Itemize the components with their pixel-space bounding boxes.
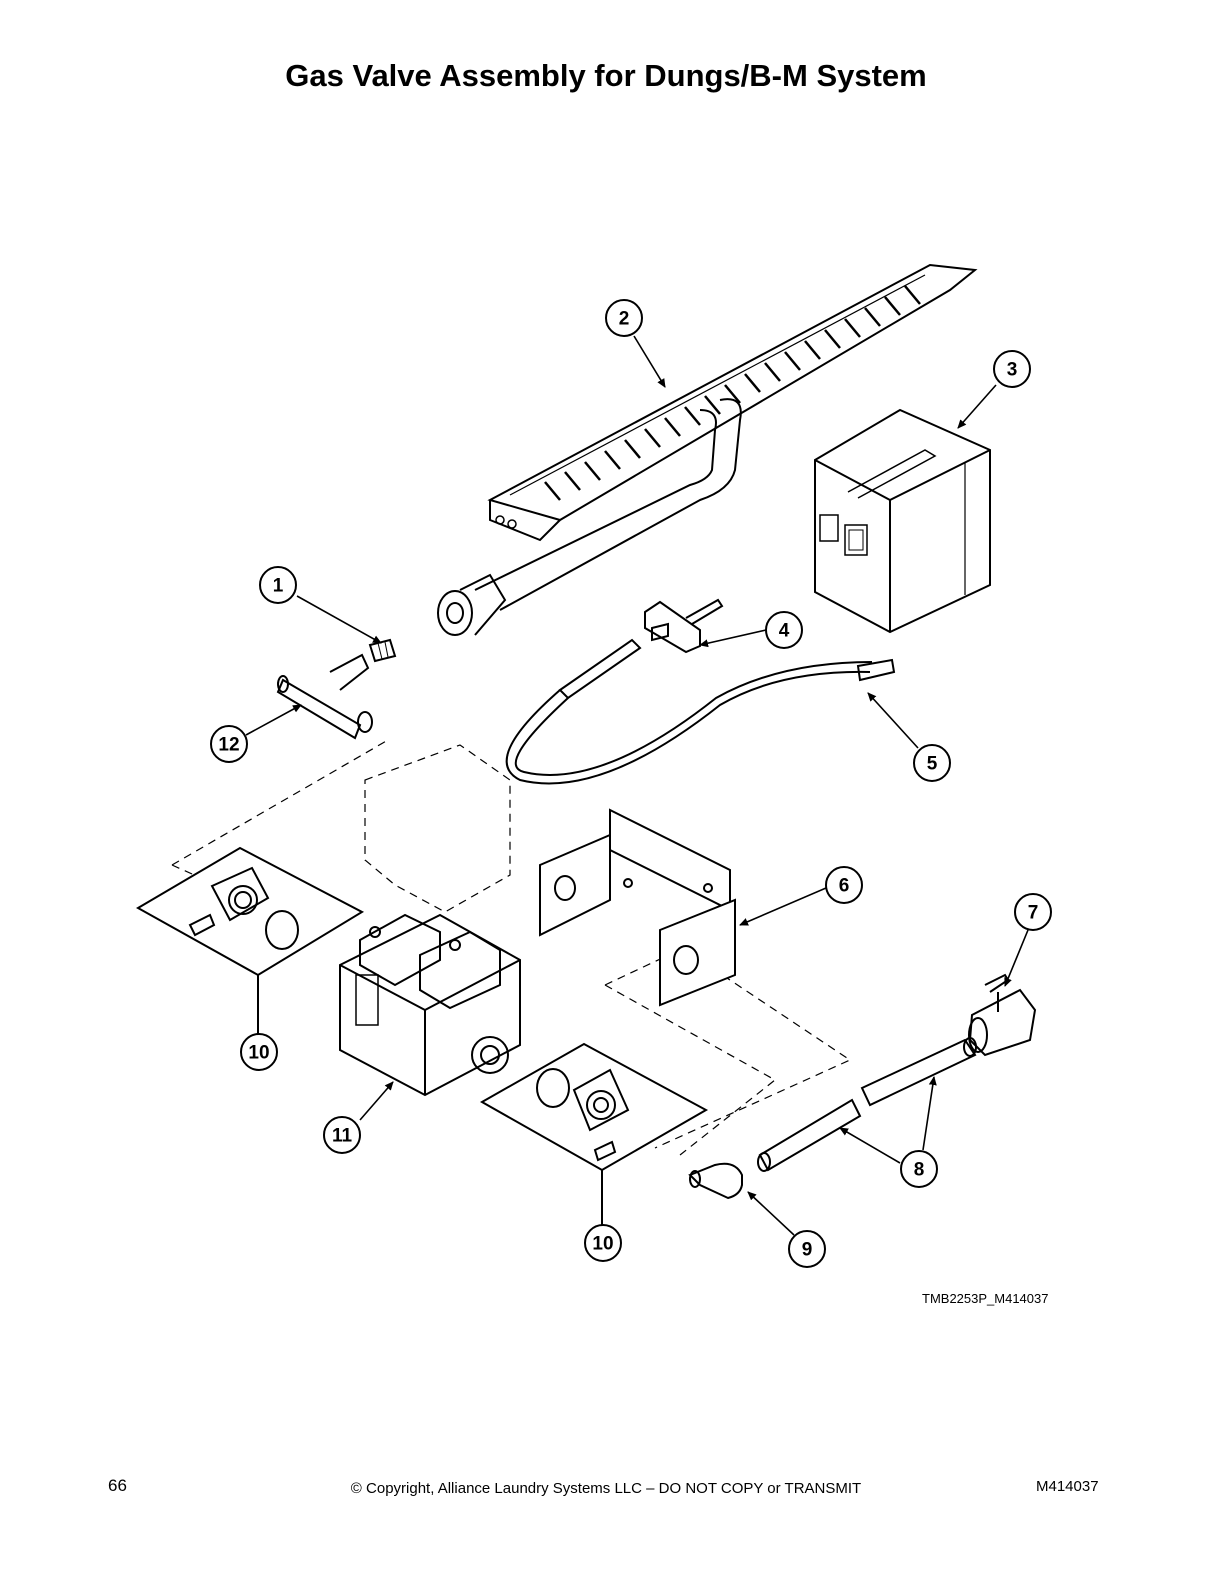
callout-label-6: 6	[839, 876, 850, 897]
orifice-fitting	[368, 638, 397, 663]
callout-circles	[210, 299, 1052, 1268]
mounting-bracket	[539, 808, 736, 1007]
figure-code: TMB2253P_M414037	[922, 1291, 1049, 1306]
ignition-control-box	[814, 408, 991, 634]
document-id: M414037	[1036, 1478, 1099, 1495]
callout-label-4: 4	[779, 621, 790, 642]
callout-label-9: 9	[802, 1240, 813, 1261]
burner-tube	[437, 263, 978, 636]
callout-label-3: 3	[1007, 360, 1018, 381]
flange-kit-left	[135, 846, 365, 1035]
callout-label-5: 5	[927, 754, 938, 775]
callout-label-2: 2	[619, 309, 630, 330]
callout-label-8: 8	[914, 1160, 925, 1181]
callout-label-10-bottom: 10	[592, 1234, 613, 1255]
leader-arrows	[245, 335, 1029, 1236]
gas-valve	[339, 913, 521, 1097]
callout-label-1: 1	[273, 576, 284, 597]
callout-label-7: 7	[1028, 903, 1039, 924]
pipe-nipples	[757, 1037, 977, 1172]
copyright-notice: © Copyright, Alliance Laundry Systems LL…	[350, 1480, 862, 1497]
sensor-lead-wire	[505, 638, 896, 785]
manual-shutoff-valve	[968, 973, 1037, 1057]
page-title: Gas Valve Assembly for Dungs/B-M System	[285, 58, 927, 93]
page-number: 66	[108, 1476, 127, 1495]
manifold-tee	[276, 653, 373, 740]
callout-label-12: 12	[218, 735, 239, 756]
pipe-elbow	[688, 1162, 743, 1200]
flange-kit-bottom	[479, 1042, 709, 1225]
flame-sensor	[644, 598, 724, 654]
callout-label-11: 11	[332, 1126, 353, 1147]
callout-label-10-left: 10	[248, 1043, 269, 1064]
